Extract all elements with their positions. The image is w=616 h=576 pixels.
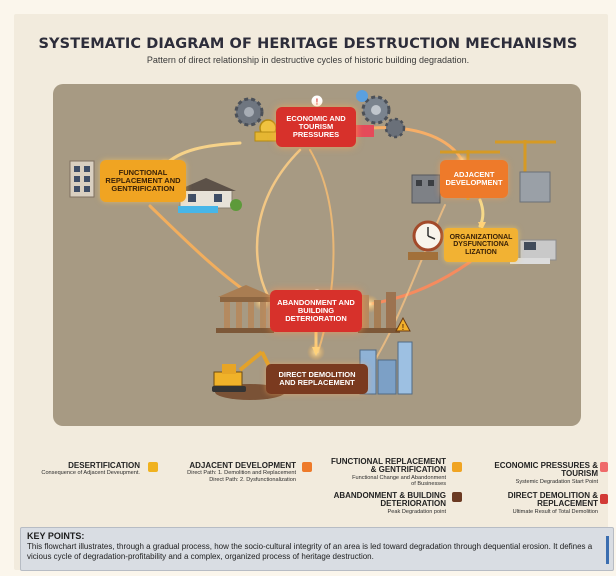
legend-item-economic-pressures: ECONOMIC PRESSURES & TOURISM Systemic De… [468, 461, 598, 485]
legend-swatch [452, 492, 462, 502]
legend-title: ABANDONMENT & BUILDING DETERIORATION [333, 491, 446, 509]
node-direct-demolition: DIRECT DEMOLITION AND REPLACEMENT [266, 364, 368, 394]
legend-swatch [148, 462, 158, 472]
legend-item-abandonment: ABANDONMENT & BUILDING DETERIORATION Pea… [330, 491, 446, 515]
legend-item-functional-replacement: FUNCTIONAL REPLACEMENT & GENTRIFICATION … [330, 457, 446, 488]
gentrification-buildings-illustration [69, 160, 242, 213]
key-points-title: KEY POINTS: [27, 531, 85, 541]
node-label: PRESSURES [292, 129, 340, 139]
node-label: DIRECT DEMOLITION [278, 370, 356, 380]
gears-coins-illustration [234, 90, 406, 142]
svg-text:!: ! [316, 98, 319, 107]
arrow-organizational-to-abandonment [368, 260, 472, 306]
node-label: ADJACENT [453, 170, 495, 180]
legend-title: DIRECT DEMOLITION & REPLACEMENT [507, 491, 598, 509]
key-points-accent [606, 536, 609, 564]
node-label: GENTRIFICATION [111, 183, 175, 193]
legend-description: Ultimate Result of Total Demolition [512, 508, 598, 515]
legend-item-direct-demolition: DIRECT DEMOLITION & REPLACEMENT Ultimate… [480, 491, 598, 515]
node-abandonment-deterioration: ABANDONMENT AND BUILDING DETERIORATION [270, 290, 362, 332]
legend-description: Systemic Degradation Start Point [515, 478, 598, 485]
key-points-box: KEY POINTS: This flowchart illustrates, … [20, 527, 614, 571]
node-adjacent-development: ADJACENT DEVELOPMENT [440, 160, 508, 198]
node-label: DETERIORATION [285, 313, 347, 323]
arrow-economic-to-abandonment [255, 148, 302, 298]
legend-description: Peak Degradation point [387, 508, 446, 515]
node-label: DEVELOPMENT [445, 178, 503, 187]
legend-title: DESERTIFICATION [68, 461, 140, 470]
page-title: SYSTEMATIC DIAGRAM OF HERITAGE DESTRUCTI… [38, 36, 578, 52]
legend-swatch [600, 494, 608, 504]
legend-title: ADJACENT DEVELOPMENT [189, 461, 296, 470]
legend-item-adjacent-development: ADJACENT DEVELOPMENT Direct Path: 1. Dem… [170, 461, 296, 484]
node-label: LIZATION [465, 248, 497, 256]
legend-swatch [452, 462, 462, 472]
node-label: AND REPLACEMENT [279, 378, 355, 387]
legend-description: of Businesses [411, 481, 446, 488]
ruined-temple-illustration: ! [216, 285, 411, 333]
node-organizational-dysfunctionalization: ORGANIZATIONAL DYSFUNCTIONA LIZATION [444, 228, 518, 262]
legend-swatch [302, 462, 312, 472]
office-clock-illustration [408, 220, 557, 264]
node-functional-replacement: FUNCTIONAL REPLACEMENT AND GENTRIFICATIO… [100, 160, 186, 202]
construction-cranes-illustration [411, 140, 556, 204]
node-label: DYSFUNCTIONA [453, 241, 509, 249]
node-label: BUILDING [297, 306, 335, 316]
node-label: ORGANIZATIONAL [449, 233, 513, 241]
page-subtitle: Pattern of direct relationship in destru… [146, 55, 470, 65]
node-economic-tourism-pressures: ECONOMIC AND TOURISM PRESSURES [276, 107, 356, 147]
legend-description: Functional Change and Abandonment [352, 474, 446, 481]
legend-item-desertification: DESERTIFICATION Consequence of Adjacent … [24, 461, 140, 477]
legend-description: Consequence of Adjacent Deveupment. [41, 470, 140, 477]
node-label: ABANDONMENT AND [277, 298, 355, 308]
node-label: ECONOMIC AND [286, 114, 346, 124]
key-points-text: This flowchart illustrates, through a gr… [27, 542, 593, 561]
arrow-economic-to-adjacent [370, 126, 464, 162]
node-label: FUNCTIONAL [118, 168, 168, 178]
svg-text:!: ! [402, 323, 405, 332]
legend-swatch [600, 462, 608, 472]
node-label: REPLACEMENT AND [105, 176, 181, 186]
legend-title: ECONOMIC PRESSURES & TOURISM [494, 461, 598, 479]
warning-icon: ! [311, 95, 323, 107]
legend-description: Direct Path: 2. Dysfunctionalization [209, 477, 296, 484]
node-label: TOURISM [298, 122, 334, 132]
legend-title: FUNCTIONAL REPLACEMENT & GENTRIFICATION [331, 457, 446, 475]
legend-description: Direct Path: 1. Demolition and Replaceme… [187, 470, 296, 477]
